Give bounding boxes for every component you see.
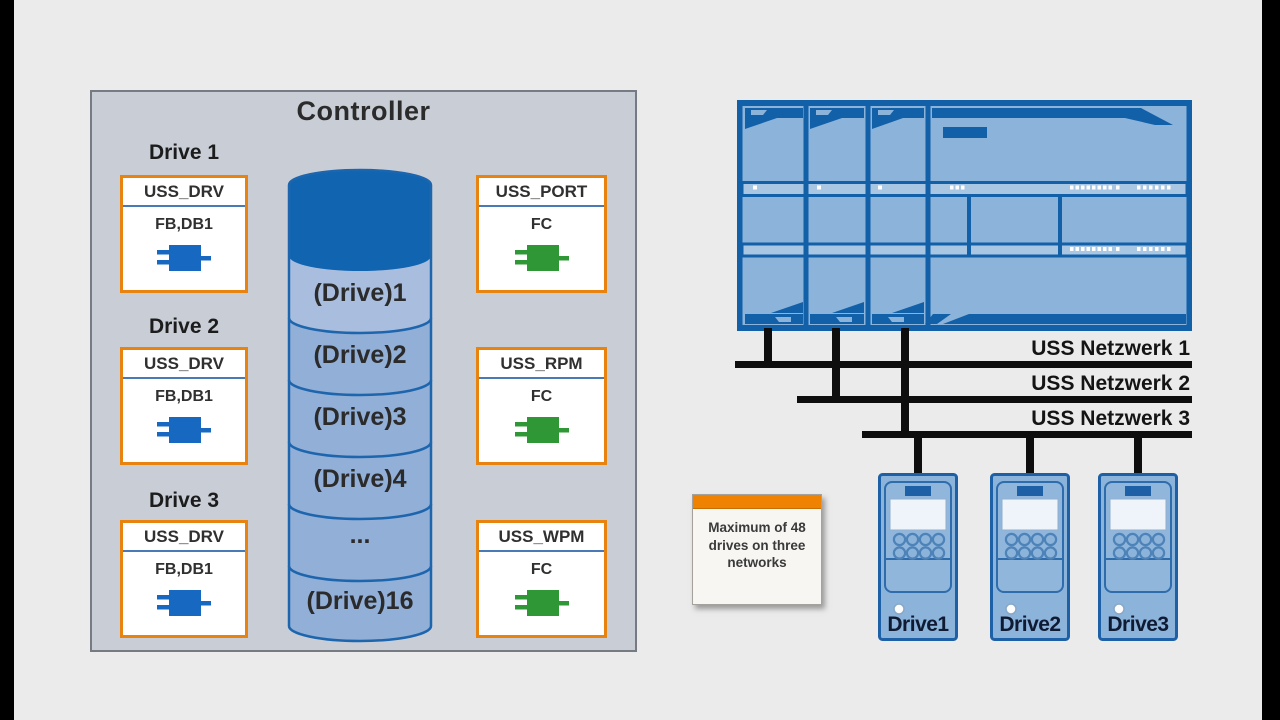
wire-plc-to-net1	[764, 328, 772, 368]
plc-cm-notches	[751, 110, 904, 322]
function-block-icon	[157, 245, 211, 271]
drive-knob	[1005, 603, 1017, 615]
plc-led-dots	[753, 185, 1171, 251]
drive-group-label-1: Drive 1	[148, 141, 220, 164]
uss-rpm-body: FC	[530, 388, 553, 405]
uss-drv-body-3: FB,DB1	[155, 561, 213, 578]
network-bus-2	[797, 396, 1192, 403]
uss-drv-body-1: FB,DB1	[155, 216, 213, 233]
drive-display	[1109, 498, 1167, 531]
drive-unit-1: Drive1	[878, 473, 958, 641]
drive-keypad	[892, 532, 946, 560]
plc-display	[943, 127, 987, 138]
uss-rpm-block: USS_RPM FC	[476, 347, 607, 465]
wire-net3-to-drive1	[914, 433, 922, 476]
plc-module-separators	[803, 105, 931, 326]
drive-status-bar	[905, 486, 931, 496]
drive-unit-3: Drive3	[1098, 473, 1178, 641]
uss-drv-header-1: USS_DRV	[123, 178, 245, 207]
note-box: Maximum of 48 drives on three networks	[692, 494, 822, 605]
wire-net3-to-drive3	[1134, 433, 1142, 476]
uss-drv-block-1: USS_DRV FB,DB1	[120, 175, 248, 293]
cylinder-segment-label-5: ...	[350, 521, 371, 549]
drive-label-3: Drive3	[1107, 613, 1169, 636]
drive-unit-2: Drive2	[990, 473, 1070, 641]
wire-plc-to-net3	[901, 328, 909, 438]
cylinder-segment-label-1: (Drive)1	[313, 279, 406, 307]
left-black-bar	[0, 0, 14, 720]
note-header-bar	[693, 495, 821, 509]
uss-drv-block-3: USS_DRV FB,DB1	[120, 520, 248, 638]
network-label-3: USS Netzwerk 3	[1031, 407, 1190, 430]
function-block-icon	[514, 245, 569, 271]
uss-drv-block-2: USS_DRV FB,DB1	[120, 347, 248, 465]
uss-rpm-header: USS_RPM	[479, 350, 604, 379]
drive-status-bar	[1125, 486, 1151, 496]
cylinder-segment-label-2: (Drive)2	[313, 341, 406, 369]
function-block-icon	[157, 417, 211, 443]
network-label-2: USS Netzwerk 2	[1031, 372, 1190, 395]
drive-label-2: Drive2	[999, 613, 1061, 636]
drive-display	[889, 498, 947, 531]
drive-data-cylinder: (Drive)1 (Drive)2 (Drive)3 (Drive)4 ... …	[287, 168, 433, 643]
uss-port-block: USS_PORT FC	[476, 175, 607, 293]
cylinder-segment-label-3: (Drive)3	[313, 403, 406, 431]
drive-graphic	[878, 473, 958, 641]
drive-graphic	[990, 473, 1070, 641]
drive-status-bar	[1017, 486, 1043, 496]
right-black-bar	[1262, 0, 1280, 720]
note-text: Maximum of 48 drives on three networks	[708, 520, 806, 571]
drive-label-1: Drive1	[887, 613, 949, 636]
plc-graphic	[737, 100, 1192, 331]
uss-port-header: USS_PORT	[479, 178, 604, 207]
drive-display	[1001, 498, 1059, 531]
drive-graphic	[1098, 473, 1178, 641]
controller-title: Controller	[296, 96, 431, 126]
drive-group-label-2: Drive 2	[148, 315, 220, 338]
network-bus-1	[735, 361, 1192, 368]
plc-cpu	[925, 108, 1186, 324]
uss-wpm-body: FC	[530, 561, 553, 578]
function-block-icon	[514, 590, 569, 616]
function-block-icon	[514, 417, 569, 443]
drive-knob	[893, 603, 905, 615]
drive-keypad	[1004, 532, 1058, 560]
drive-knob	[1113, 603, 1125, 615]
drive-group-label-3: Drive 3	[148, 489, 220, 512]
uss-wpm-block: USS_WPM FC	[476, 520, 607, 638]
network-label-1: USS Netzwerk 1	[1031, 337, 1190, 360]
drive-keypad	[1112, 532, 1166, 560]
uss-drv-header-3: USS_DRV	[123, 523, 245, 552]
cylinder-segment-arcs	[287, 317, 433, 583]
uss-drv-body-2: FB,DB1	[155, 388, 213, 405]
uss-port-body: FC	[530, 216, 553, 233]
cylinder-segment-label-4: (Drive)4	[313, 465, 406, 493]
uss-wpm-header: USS_WPM	[479, 523, 604, 552]
wire-net3-to-drive2	[1026, 433, 1034, 476]
function-block-icon	[157, 590, 211, 616]
cylinder-segment-label-6: (Drive)16	[307, 587, 414, 615]
uss-drv-header-2: USS_DRV	[123, 350, 245, 379]
